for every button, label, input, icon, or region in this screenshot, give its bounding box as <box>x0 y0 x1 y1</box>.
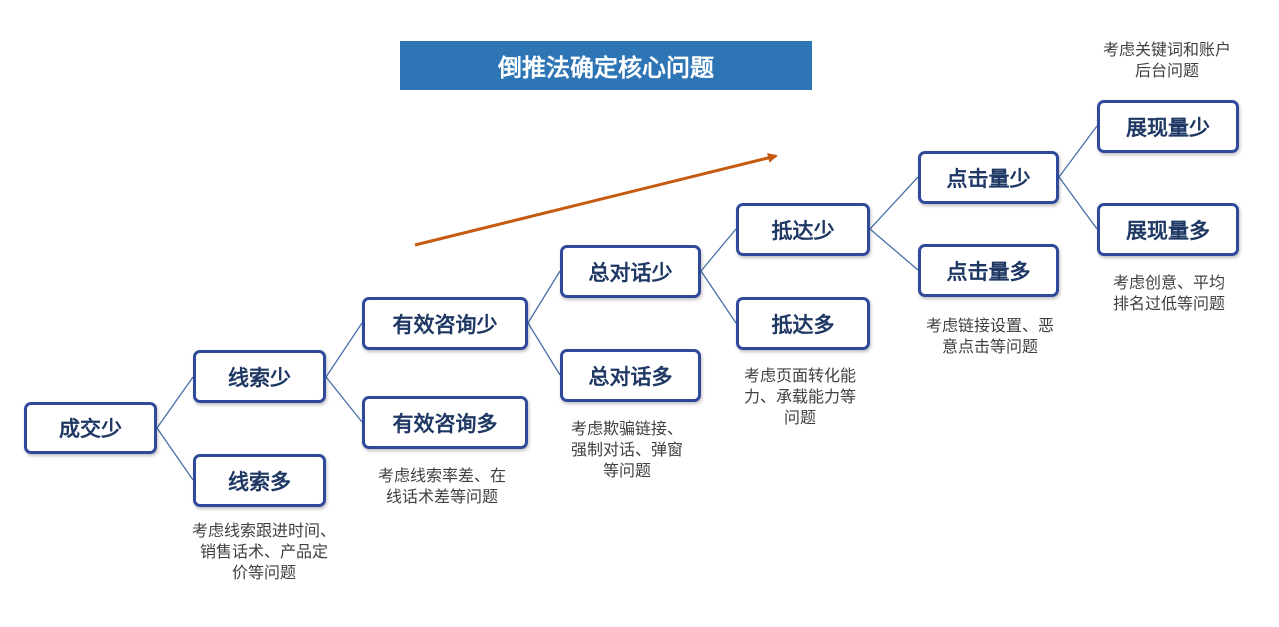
node-youxiao-shao: 有效咨询少 <box>362 297 528 350</box>
node-zhanxian-duo: 展现量多 <box>1097 203 1239 256</box>
link-duihua-dida-shao <box>700 228 737 272</box>
note-xiansuo-duo: 考虑线索跟进时间、 销售话术、产品定 价等问题 <box>191 521 336 582</box>
note-dida-duo: 考虑页面转化能 力、承载能力等 问题 <box>743 366 856 427</box>
link-dida-duo-branch <box>700 270 737 324</box>
link-youxiao-duo-branch <box>325 376 363 423</box>
node-chengjiao-shao: 成交少 <box>24 402 157 454</box>
link-youxiao-duihua-shao <box>527 270 561 324</box>
node-duihua-duo: 总对话多 <box>560 349 701 402</box>
link-dianji-duo-branch <box>869 228 919 271</box>
link-chengjiao-xiansuo-shao <box>156 376 194 429</box>
link-duihua-duo-branch <box>527 322 561 376</box>
link-chengjiao-xiansuo-duo <box>156 427 194 481</box>
node-dianji-shao: 点击量少 <box>918 151 1059 204</box>
link-zhanxian-duo-branch <box>1058 176 1098 230</box>
node-xiansuo-duo: 线索多 <box>193 454 326 507</box>
node-youxiao-duo: 有效咨询多 <box>362 396 528 449</box>
diagram-title: 倒推法确定核心问题 <box>400 41 812 90</box>
node-dida-shao: 抵达少 <box>736 203 870 256</box>
link-dida-dianji-shao <box>869 176 919 230</box>
node-zhanxian-shao: 展现量少 <box>1097 100 1239 153</box>
node-dianji-duo: 点击量多 <box>918 244 1059 297</box>
note-dianji-duo: 考虑链接设置、恶 意点击等问题 <box>925 316 1054 356</box>
link-dianji-zhanxian-shao <box>1058 125 1098 178</box>
node-dida-duo: 抵达多 <box>736 297 870 350</box>
node-duihua-shao: 总对话少 <box>560 245 701 298</box>
trend-arrow <box>414 153 778 247</box>
note-duihua-duo: 考虑欺骗链接、 强制对话、弹窗 等问题 <box>570 419 683 480</box>
link-xiansuo-youxiao-shao <box>325 322 363 378</box>
node-xiansuo-shao: 线索少 <box>193 350 326 403</box>
note-youxiao-duo: 考虑线索率差、在 线话术差等问题 <box>377 466 506 506</box>
note-zhanxian-duo: 考虑创意、平均 排名过低等问题 <box>1112 273 1225 313</box>
note-zhanxian-shao: 考虑关键词和账户 后台问题 <box>1102 40 1231 80</box>
